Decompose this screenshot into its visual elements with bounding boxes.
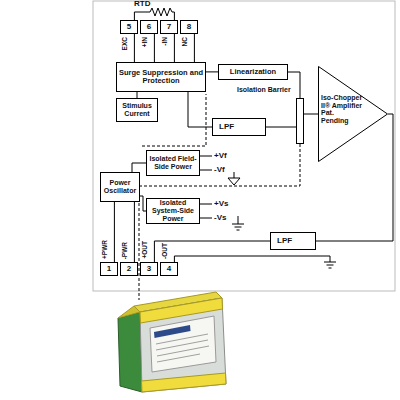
supply-label: +Vs (214, 200, 228, 208)
signal-wire (266, 127, 296, 128)
box-label: LPF (219, 123, 234, 132)
filter-box: LPF (270, 232, 316, 250)
terminal-pin: 6+IN (140, 20, 158, 34)
process-box: Surge Suppression and Protection (116, 62, 206, 92)
pin-number: 1 (107, 265, 111, 274)
amplifier-label: Iso-Chopper II® Amplifier Pat. Pending (321, 94, 363, 125)
signal-wire (188, 92, 212, 127)
module-label-lines (156, 334, 209, 362)
process-box: Isolated System-Side Power (146, 198, 200, 224)
signal-wire (132, 163, 146, 172)
pin-number: 7 (167, 23, 171, 32)
isolation-barrier: Isolation Barrier (296, 98, 304, 144)
terminal-pin: 7-IN (160, 20, 178, 34)
isolation-dashed-line (139, 144, 300, 300)
signal-wire (288, 72, 300, 98)
supply-label: +Vf (214, 152, 227, 160)
pin-label: +PWR (102, 240, 109, 259)
signal-wire (206, 71, 218, 72)
pin-number: 8 (187, 23, 191, 32)
box-label: Isolated Field-Side Power (147, 155, 199, 170)
barrier-heading: Isolation Barrier (237, 86, 291, 93)
process-box: Isolated Field-Side Power (146, 150, 200, 176)
pin-label: +OUT (142, 241, 149, 259)
module-logo-band (154, 325, 191, 338)
box-label: Stimulus Current (117, 102, 157, 117)
terminal-strip (142, 373, 227, 392)
supply-label: -Vs (214, 214, 226, 222)
process-box: Linearization (218, 64, 288, 80)
ground-symbol (174, 256, 336, 268)
terminal-pin: 8NC (180, 20, 198, 34)
supply-wire (200, 156, 212, 218)
module-side-panel (118, 312, 142, 392)
signal-wire (114, 202, 115, 262)
filter-box: LPF (212, 118, 266, 136)
pin-label: NC (182, 37, 189, 46)
pin-number: 2 (127, 265, 131, 274)
box-label: Linearization (230, 68, 276, 76)
module-front-face (140, 298, 226, 392)
terminal-block-side (118, 306, 140, 318)
terminal-pin: 1+PWR (100, 262, 118, 276)
box-label: Surge Suppression and Protection (117, 69, 205, 86)
box-label: Power Oscillator (101, 179, 139, 194)
pin-label: +IN (142, 37, 149, 47)
ground-wire (234, 172, 235, 178)
module-label-plate (150, 316, 216, 372)
rtd-resistor-symbol (134, 8, 174, 20)
amplifier-triangle-shape (319, 67, 388, 162)
pin-label: -IN (162, 37, 169, 46)
signal-wire (194, 34, 195, 62)
pin-number: 4 (167, 265, 171, 274)
pin-number: 6 (147, 23, 151, 32)
pin-number: 5 (127, 23, 131, 32)
signal-wire (154, 34, 155, 62)
signal-wire (174, 34, 175, 62)
process-box: Power Oscillator (100, 172, 140, 202)
terminal-pin: 5EXC (120, 20, 138, 34)
process-box: Stimulus Current (116, 98, 158, 122)
terminal-pin: 3+OUT (140, 262, 158, 276)
supply-label: -Vf (214, 166, 225, 174)
signal-wire (134, 34, 135, 62)
box-label: Isolated System-Side Power (147, 199, 199, 222)
terminal-pin: 2-PWR (120, 262, 138, 276)
amplifier-triangle: Iso-Chopper II® Amplifier Pat. Pending (318, 66, 388, 162)
pin-label: -PWR (122, 242, 129, 259)
ground-symbol (228, 178, 240, 185)
signal-wire (304, 114, 318, 115)
pin-label: EXC (122, 37, 129, 50)
signal-wire (154, 241, 270, 262)
box-label: LPF (277, 237, 292, 246)
signal-wire (134, 202, 135, 262)
terminal-pin: 4-OUT (160, 262, 178, 276)
diagram-frame (93, 1, 395, 291)
sensor-label: RTD (134, 0, 150, 8)
pin-number: 3 (147, 265, 151, 274)
pin-label: -OUT (162, 243, 169, 259)
ground-symbol (232, 216, 244, 230)
